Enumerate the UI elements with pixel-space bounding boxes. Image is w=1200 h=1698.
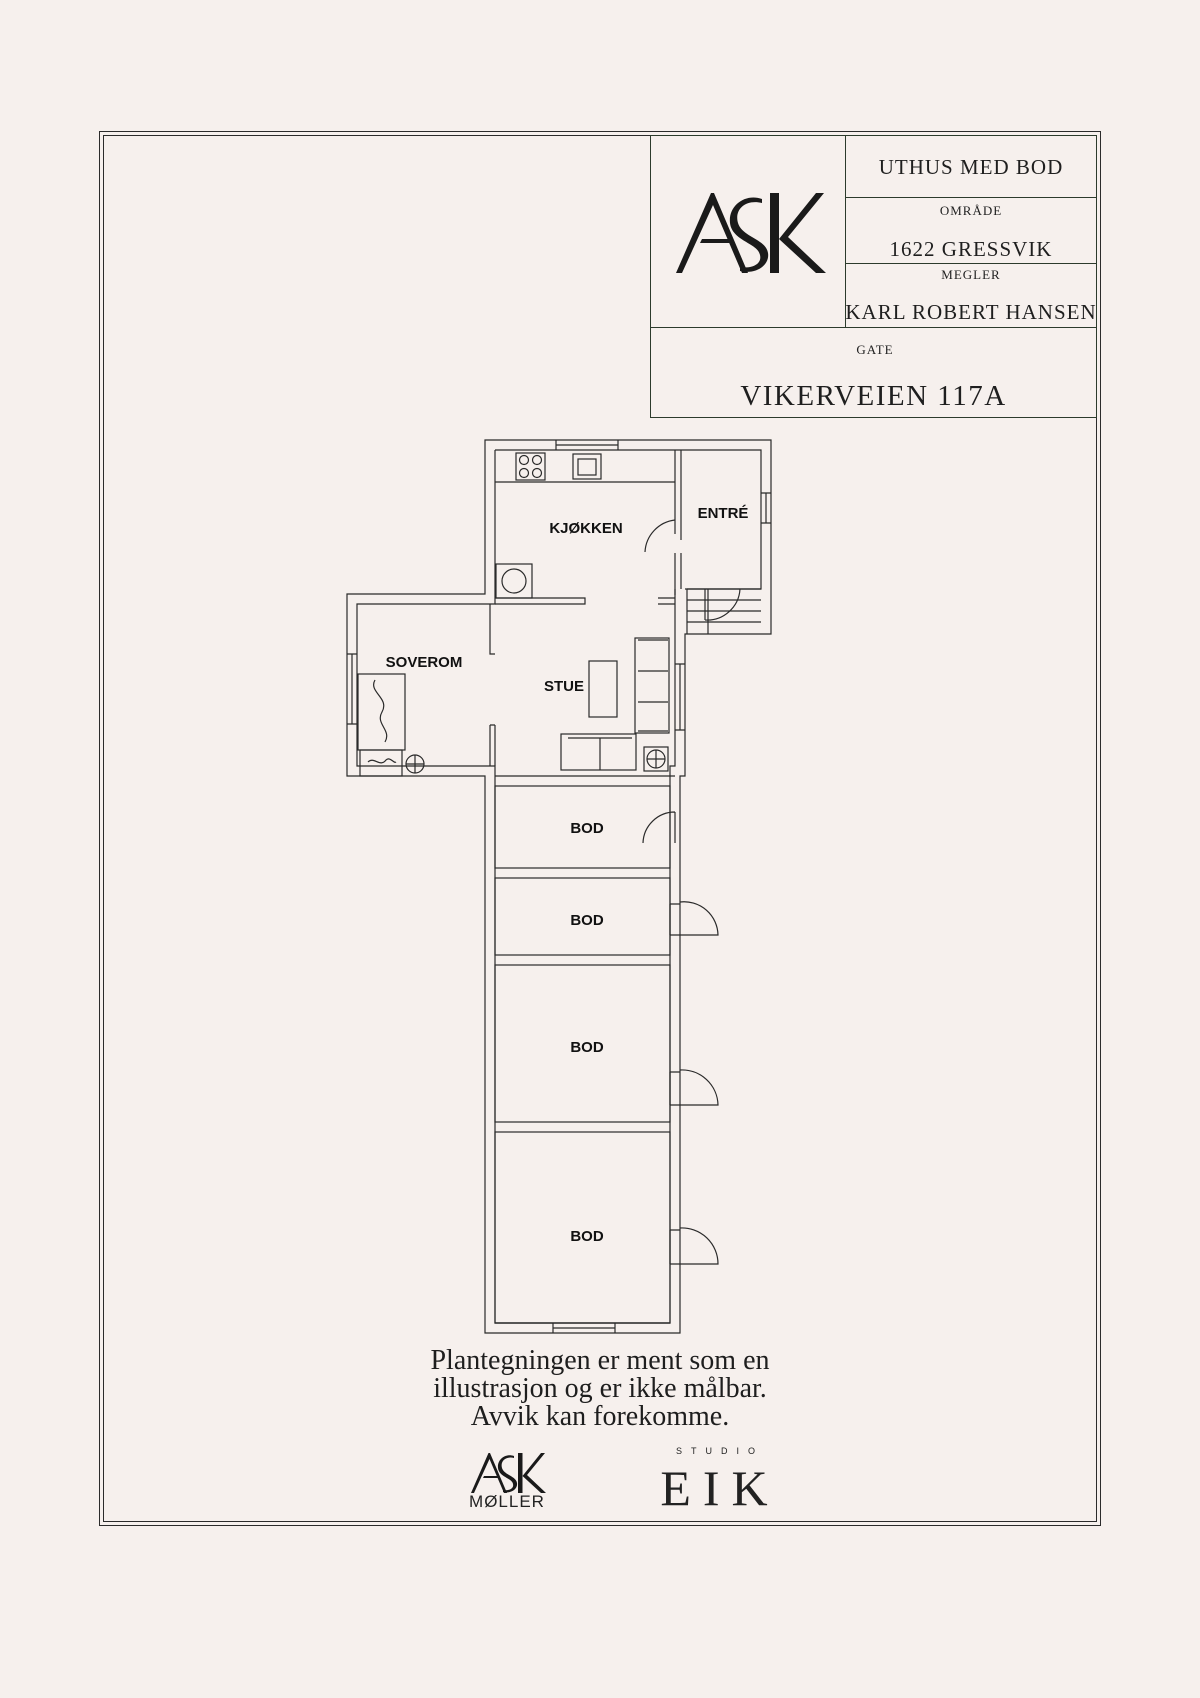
storage-room-1 xyxy=(494,785,671,869)
nightstand xyxy=(359,749,403,777)
disclaimer-line-3: Avvik kan forekomme. xyxy=(470,1401,730,1432)
disclaimer: Plantegningen er ment som en illustrasjo… xyxy=(360,1347,840,1431)
room-label-storage-2: BOD xyxy=(570,912,604,929)
room-label-storage-1: BOD xyxy=(570,820,604,837)
area-label: OMRÅDE xyxy=(939,203,1003,218)
area-value: 1622 GRESSVIK xyxy=(889,237,1053,261)
studio-wordmark: STUDIO xyxy=(675,1446,764,1456)
street-value: VIKERVEIEN 117A xyxy=(740,380,1007,412)
eik-wordmark: EIK xyxy=(660,1460,780,1516)
partition-wall xyxy=(674,450,682,595)
ask-logo xyxy=(676,193,826,273)
disclaimer-line-2: illustrasjon og er ikke målbar. xyxy=(433,1373,767,1404)
door-kitchen-entry xyxy=(644,519,676,553)
sofa xyxy=(634,637,670,734)
armchair-sofa xyxy=(560,733,637,771)
room-label-storage-3: BOD xyxy=(570,1039,604,1056)
disclaimer-line-1: Plantegningen er ment som en xyxy=(430,1345,770,1376)
room-label-storage-4: BOD xyxy=(570,1228,604,1245)
room-label-entry: ENTRÉ xyxy=(698,505,749,522)
exterior-wall-inner xyxy=(356,449,762,1324)
page-frame-outer xyxy=(99,131,1101,1526)
moller-wordmark: MØLLER xyxy=(469,1492,545,1511)
exterior-wall-outer xyxy=(346,439,772,1334)
storage-room-4 xyxy=(494,1131,671,1324)
ask-moller-logo xyxy=(471,1453,546,1493)
title-block-divider xyxy=(845,197,1097,198)
agent-value: KARL ROBERT HANSEN xyxy=(845,300,1097,324)
street-label: GATE xyxy=(856,342,894,357)
title-block-divider xyxy=(845,263,1097,264)
stove xyxy=(515,452,546,481)
page-frame-inner xyxy=(103,135,1097,1522)
room-label-living: STUE xyxy=(544,678,584,695)
room-label-bedroom: SOVEROM xyxy=(386,654,463,671)
coffee-table xyxy=(588,660,618,718)
kitchen-sink xyxy=(572,453,602,480)
title-block xyxy=(650,135,1097,418)
title-block-divider xyxy=(650,327,1097,328)
agent-label: MEGLER xyxy=(941,267,1001,282)
title-block-divider xyxy=(845,135,846,327)
storage-room-3 xyxy=(494,964,671,1123)
property-type: UTHUS MED BOD xyxy=(878,155,1064,179)
room-label-kitchen: KJØKKEN xyxy=(549,520,622,537)
